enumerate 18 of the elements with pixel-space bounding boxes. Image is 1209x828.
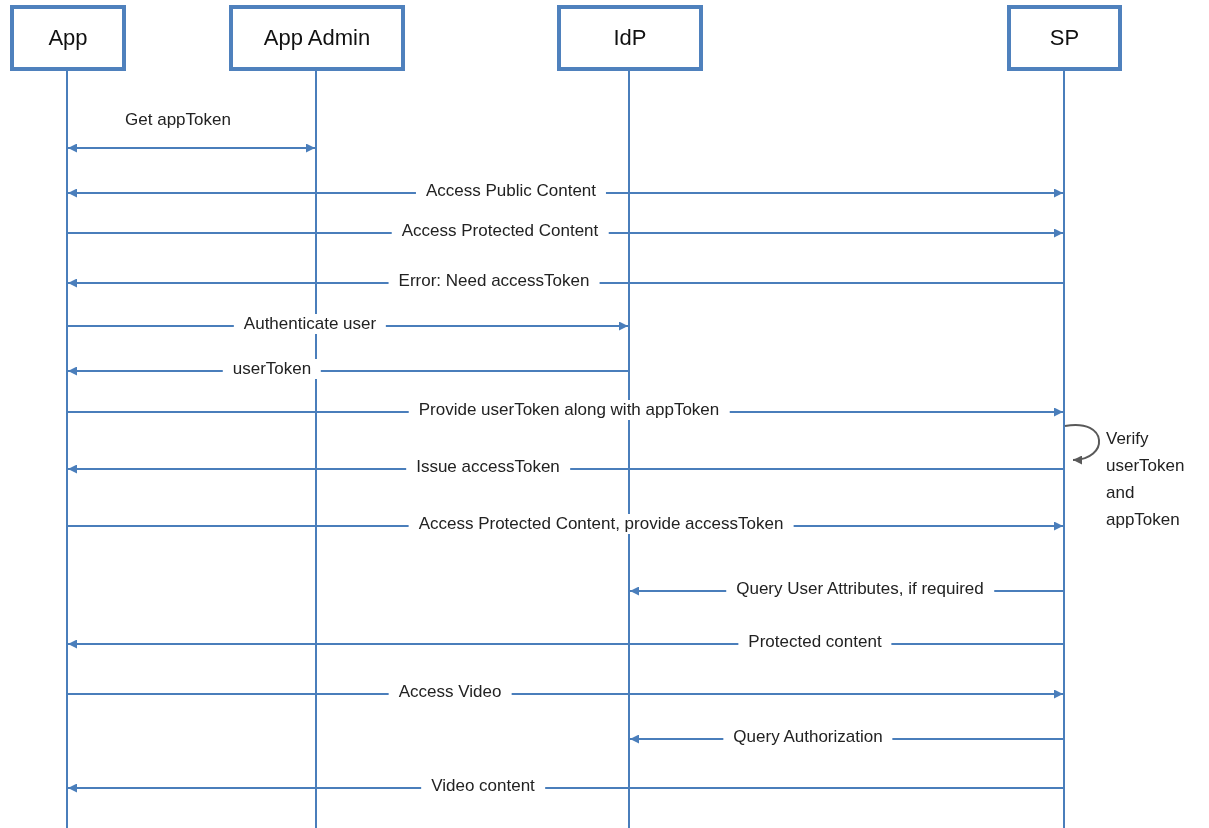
edge-label: userToken: [222, 359, 322, 379]
participant-box: IdP: [557, 5, 703, 71]
edge-label: Query Authorization: [723, 727, 893, 747]
participant-box: App Admin: [229, 5, 405, 71]
participant-box: App: [10, 5, 126, 71]
edge-label: Get appToken: [124, 110, 232, 130]
participant-box: SP: [1007, 5, 1122, 71]
lifeline: [1063, 71, 1065, 828]
lifeline: [66, 71, 68, 828]
edge-label: Query User Attributes, if required: [726, 579, 994, 599]
message-arrow: [67, 143, 316, 153]
lifeline: [315, 71, 317, 828]
edge-label: Verify userToken and appToken: [1106, 428, 1186, 531]
message-arrow: [1064, 424, 1100, 464]
lifeline: [628, 71, 630, 828]
edge-label: Authenticate user: [233, 314, 387, 334]
edge-label: Access Protected Content, provide accessToken: [408, 514, 794, 534]
edge-label: Provide userToken along with appToken: [408, 400, 730, 420]
